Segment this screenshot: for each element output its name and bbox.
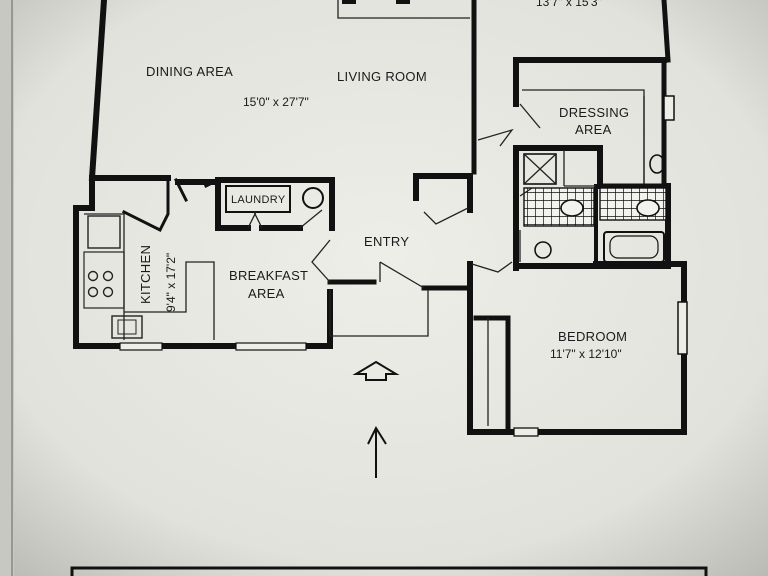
entry-walls: [311, 173, 473, 337]
left-edge-shadow: [0, 0, 14, 576]
breakfast-area-label-1: BREAKFAST: [229, 268, 308, 283]
entry-arrows: [352, 360, 400, 478]
dressing-area-label-1: DRESSING: [559, 105, 629, 120]
living-room-label: LIVING ROOM: [337, 69, 427, 84]
living-room-dimensions: 15'0" x 27'7": [243, 95, 309, 109]
entry-label: ENTRY: [364, 234, 409, 249]
bottom-frame: [70, 566, 708, 576]
right-wing-walls: [467, 0, 688, 437]
laundry-label: LAUNDRY: [231, 194, 286, 206]
breakfast-area-label-2: AREA: [248, 286, 285, 301]
kitchen-dimensions: 9'4" x 17'2": [164, 253, 178, 312]
entry-arrow-outline: [352, 360, 400, 381]
kitchen-label: KITCHEN: [138, 245, 153, 304]
laundry-block: [173, 177, 335, 231]
bedroom-label: BEDROOM: [558, 329, 627, 344]
kitchen-fixtures: [83, 180, 215, 340]
dining-area-label: DINING AREA: [146, 64, 233, 79]
approach-arrow: [367, 425, 387, 478]
top-bedroom-dimensions: 13'7" x 15'3": [536, 0, 602, 9]
dressing-area-label-2: AREA: [575, 122, 612, 137]
bedroom-dimensions: 11'7" x 12'10": [550, 347, 622, 361]
